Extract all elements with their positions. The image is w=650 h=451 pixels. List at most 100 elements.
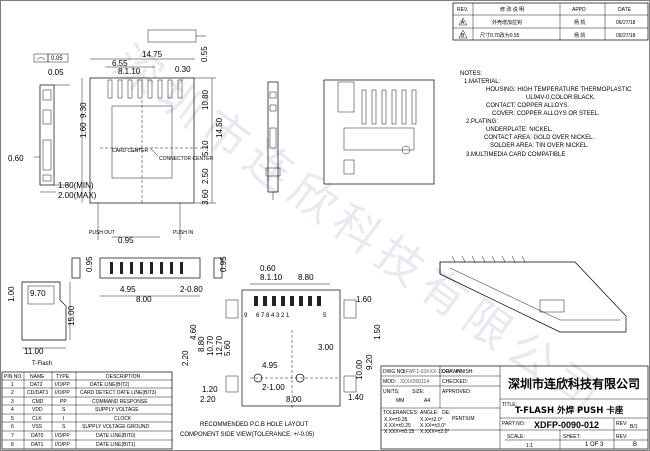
pin-cell: CARD DETECT DATE LINE(BIT3) xyxy=(80,390,157,396)
dwg-no-label: DWG NO: xyxy=(383,369,406,375)
part-no-value: XDFP-0090-012 xyxy=(534,420,599,430)
mod-value: 3XXX000114 xyxy=(400,379,429,385)
dim-9-30: 9.30 xyxy=(79,102,88,118)
notes-heading: NOTES: xyxy=(460,71,483,77)
rev2-value: B xyxy=(633,442,637,448)
pin-cell: 8 xyxy=(11,442,14,448)
dim-14-50: 14.50 xyxy=(215,117,224,138)
push-out-label: PUSH OUT xyxy=(89,230,115,236)
pin-cell: DAT1 xyxy=(31,442,44,448)
note-line: UL94V-0,COLOR:BLACK. xyxy=(526,95,596,101)
scale-value: 1:1 xyxy=(526,443,533,449)
checked-label: CHECKED: xyxy=(442,379,468,385)
pcb-pin-first: 9 xyxy=(244,313,248,319)
dim-pcb-10-70: 10.70 xyxy=(206,335,215,356)
note-line: 1.MATERIAL: xyxy=(464,79,501,85)
dim-pcb-1-20: 1.20 xyxy=(202,385,218,394)
pin-cell: VDD xyxy=(32,407,43,413)
pin-cell: 5 xyxy=(11,416,14,422)
dim-pcb-4-95: 4.95 xyxy=(262,361,278,370)
appd-header: APPD xyxy=(572,7,586,13)
company-name: 深圳市连欣科技有限公司 xyxy=(508,376,640,391)
dim-10-80: 10.80 xyxy=(201,89,210,110)
dim-pcb-8-80-v: 8.80 xyxy=(197,336,206,352)
dwg-no-value: SFWF1-03XXX-1XXX xyxy=(402,369,451,375)
pin-cell: 7 xyxy=(11,433,14,439)
pin-cell: COMMAND RESPONSE xyxy=(92,399,148,405)
units-label: UNITS: xyxy=(383,389,399,395)
dim-pcb-5-60: 5.60 xyxy=(223,340,232,356)
pin-header: NAME xyxy=(30,374,45,380)
pin-cell: I xyxy=(63,416,64,422)
pin-cell: DATE LINE(BIT0) xyxy=(96,433,136,439)
tflash-label: T-Flash xyxy=(32,361,52,367)
pin-cell: 6 xyxy=(11,424,14,430)
dim-14-75: 14.75 xyxy=(142,50,163,59)
pin-cell: 2 xyxy=(11,390,14,396)
solder-tail-row xyxy=(361,89,417,125)
rev-b-triangle-icon xyxy=(458,29,468,39)
pin-cell: CLOCK xyxy=(114,416,132,422)
mod-label: MOD: xyxy=(383,379,396,385)
pin-cell: SUPPLY VOLTAGE xyxy=(95,407,139,413)
pcb-pin-numbers: 6 7 8 4 3 2 1 xyxy=(256,313,290,319)
pin-cell: I/O/PP xyxy=(55,390,70,396)
tol-line: X.X=±0.35 xyxy=(384,417,408,423)
angle-label: ANGLE: xyxy=(420,410,438,416)
pcb-pads xyxy=(254,296,321,306)
dim-1-60: 1.60 xyxy=(79,122,88,138)
rev-a-desc: 外壳增加拉钩 xyxy=(492,19,522,26)
pin-cell: DAT2 xyxy=(30,382,43,388)
note-line: 3.MULTIMEDIA CARD COMPATIBLE xyxy=(466,152,565,158)
dim-1-00: 1.00 xyxy=(7,286,16,302)
rev-b: B xyxy=(461,33,465,39)
drawing-title: T-FLASH 外焊 PUSH 卡座 xyxy=(515,405,624,416)
rev-b-appd: 杨 凯 xyxy=(574,32,585,39)
pin-cell: I/O/PP xyxy=(55,433,70,439)
pin-cell: S xyxy=(62,407,66,413)
sheet-label: SHEET: xyxy=(563,434,581,440)
dim-pcb-1-40: 1.40 xyxy=(348,393,364,402)
units-value: MM xyxy=(396,398,404,404)
bottom-view xyxy=(323,79,435,185)
right-side-view xyxy=(265,81,281,200)
dim-pcb-9-20: 9.20 xyxy=(365,354,374,370)
dim-pcb-12-70: 12.70 xyxy=(215,335,224,356)
note-line: CONTACT: COPPER ALLOYS. xyxy=(486,103,569,109)
rev-a-triangle-icon xyxy=(458,17,468,26)
dim-11-00: 11.00 xyxy=(24,347,44,356)
iso-pins xyxy=(451,255,526,263)
dim-0-30: 0.30 xyxy=(175,65,191,74)
rev-a: A xyxy=(461,20,465,26)
note-line: SOLDER AREA: TIN OVER NICKEL. xyxy=(490,143,589,149)
pin-cell: 1 xyxy=(11,382,14,388)
card-center-label: CARD CENTER xyxy=(112,148,149,154)
material-label: DE: xyxy=(442,410,450,416)
dim-8-00: 8.00 xyxy=(136,295,152,304)
dim-pcb-10-00: 10.00 xyxy=(355,359,364,380)
recommended-label-1: RECOMMENDED P.C.B HOLE LAYOUT xyxy=(200,422,308,428)
pin-table: PIN NO. NAME TYPE DESCRIPTION 1 DAT2 I/O… xyxy=(1,371,173,450)
pin-cell: DATE LINE(BIT2) xyxy=(90,382,130,388)
pin-header: PIN NO. xyxy=(4,374,23,380)
date-header: DATE xyxy=(618,7,632,13)
dim-pcb-2-1-00: 2-1.00 xyxy=(262,383,285,392)
rev-value: B/1 xyxy=(630,424,638,430)
top-view: 14.75 6.55 8.1.10 0.30 0.55 CARD CENTER … xyxy=(79,29,224,245)
rev-label: REV: xyxy=(616,421,627,427)
flatness-value: 0.05 xyxy=(51,56,63,62)
left-side-view: 0.05 0.05 0.60 1.80(MIN) 2.00(MAX) xyxy=(8,53,97,200)
note-line: 2.PLATING: xyxy=(466,119,498,125)
dim-pcb-8-1-10: 8.1.10 xyxy=(260,273,283,282)
pcb-layout: 0.60 8.1.10 8.80 1.60 9 6 7 8 4 3 2 1 5 … xyxy=(180,264,382,438)
dim-3-60: 3.60 xyxy=(201,189,210,205)
pin-cell: DAT0 xyxy=(31,433,44,439)
tolerances-label: TOLERANCES: xyxy=(383,410,418,416)
dim-pcb-0-60: 0.60 xyxy=(260,264,276,273)
finish-label: FINISH: xyxy=(456,369,474,375)
pin-cell: 4 xyxy=(11,407,14,413)
revision-table: REV. 修 改 说 明 APPD DATE A 外壳增加拉钩 杨 凯 09/2… xyxy=(452,2,649,41)
pin-cell: SUPPLY VOLTAGE GROUND xyxy=(82,424,150,430)
dim-pcb-2-20-b: 2.20 xyxy=(200,395,216,404)
scale-label: SCALE: xyxy=(507,434,525,440)
